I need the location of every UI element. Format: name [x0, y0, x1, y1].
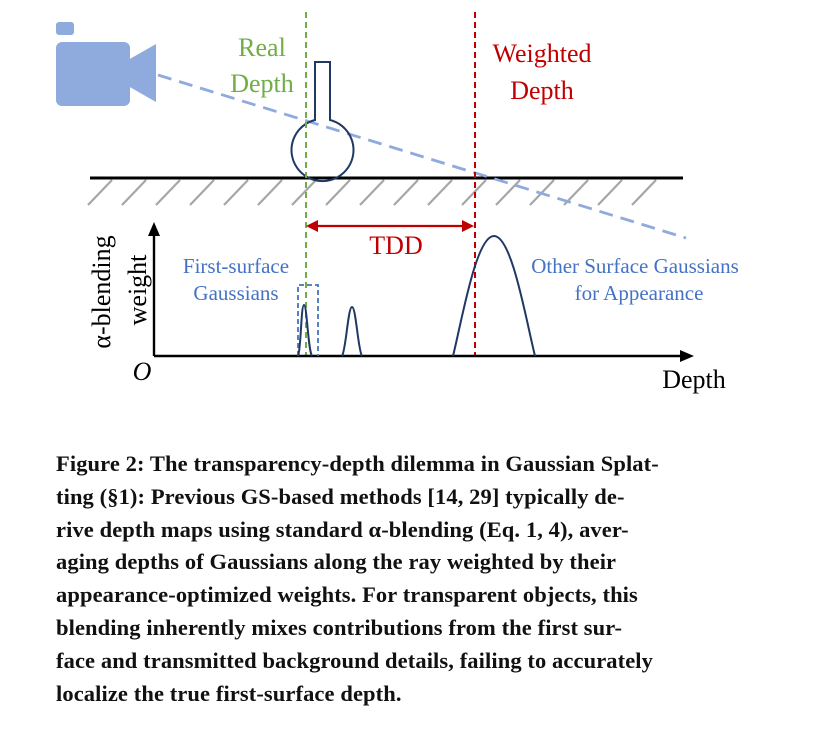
- hatch-mark: [257, 179, 283, 206]
- hatch-mark: [597, 179, 623, 206]
- caption-line: Figure 2: The transparency-depth dilemma…: [56, 451, 659, 476]
- hatch-mark: [631, 179, 657, 206]
- first-surface-label-line2: Gaussians: [193, 281, 278, 305]
- hatch-mark: [393, 179, 419, 206]
- hatch-mark: [359, 179, 385, 206]
- figure: Real Depth Weighted Depth TDD α-blending…: [56, 12, 739, 394]
- hatch-mark: [121, 179, 147, 206]
- tdd-arrow: [306, 220, 474, 232]
- camera-icon: [56, 22, 156, 106]
- hatch-mark: [427, 179, 453, 206]
- first-surface-dashed-box: [297, 284, 319, 356]
- real-depth-label-line1: Real: [238, 33, 286, 62]
- real-depth-label-line2: Depth: [230, 69, 294, 98]
- caption-line: rive depth maps using standard α-blendin…: [56, 516, 629, 542]
- other-surface-label-line2: for Appearance: [575, 281, 704, 305]
- x-axis-arrowhead: [680, 350, 694, 362]
- hatch-mark: [189, 179, 215, 206]
- caption-line: localize the true first-surface depth.: [56, 680, 402, 706]
- caption-line: face and transmitted background details,…: [56, 647, 654, 673]
- gaussian-second: [341, 305, 363, 357]
- caption-line: ting (§1): Previous GS-based methods [14…: [56, 483, 625, 509]
- y-axis-arrowhead: [148, 222, 160, 236]
- caption-line: blending inherently mixes contributions …: [56, 614, 623, 640]
- transparent-flask: [290, 61, 355, 182]
- hatch-mark: [495, 179, 521, 206]
- gaussian-first-surface: [297, 303, 313, 357]
- caption-line: appearance-optimized weights. For transp…: [56, 582, 638, 608]
- x-axis-label: Depth: [662, 365, 726, 394]
- caption-line: aging depths of Gaussians along the ray …: [56, 549, 617, 575]
- hatch-mark: [155, 179, 181, 206]
- weighted-depth-label-line2: Depth: [510, 76, 574, 105]
- gaussian-appearance: [452, 234, 536, 357]
- hatch-mark: [223, 179, 249, 206]
- camera-ray: [157, 73, 687, 240]
- y-axis-label-line1: α-blending: [87, 235, 116, 348]
- weighted-depth-label-line1: Weighted: [493, 39, 592, 68]
- hatch-mark: [87, 179, 113, 206]
- hatch-mark: [291, 179, 317, 206]
- y-axis-label-line2: weight: [123, 254, 152, 326]
- other-surface-label-line1: Other Surface Gaussians: [531, 254, 739, 278]
- origin-label: O: [133, 357, 152, 386]
- tdd-label: TDD: [369, 231, 422, 260]
- first-surface-label-line1: First-surface: [183, 254, 289, 278]
- hatch-mark: [325, 179, 351, 206]
- figure-diagram: Real Depth Weighted Depth TDD α-blending…: [56, 12, 739, 394]
- figure-caption: Figure 2: The transparency-depth dilemma…: [56, 448, 778, 710]
